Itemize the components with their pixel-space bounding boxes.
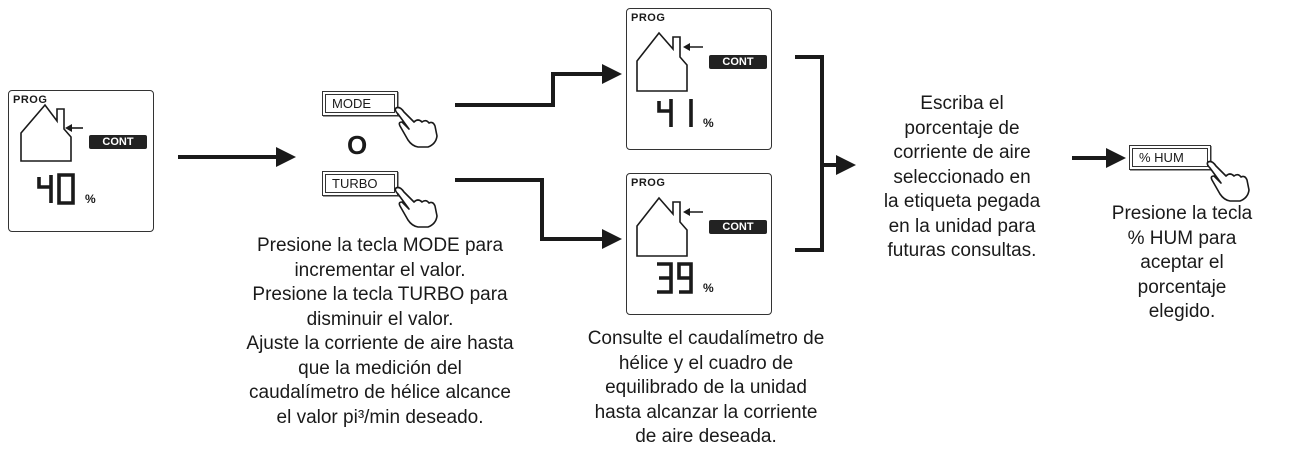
text-line: elegido.	[1148, 301, 1216, 322]
cont-badge: CONT	[709, 55, 767, 69]
text-line: el valor pi³/min deseado.	[276, 406, 484, 428]
text-line: Presione la tecla MODE para	[256, 235, 504, 256]
house-icon	[20, 103, 83, 162]
turbo-key-label: TURBO	[325, 174, 395, 193]
or-label: O	[347, 130, 368, 160]
segment-digits	[657, 262, 693, 294]
display-down: PROG CONT %	[626, 173, 772, 315]
text-line: equilibrado de la unidad	[605, 377, 807, 398]
text-line: aceptar el	[1140, 252, 1224, 273]
text-line: de aire deseada.	[635, 426, 777, 447]
percent-unit: %	[85, 192, 96, 206]
text-line: caudalímetro de hélice alcance	[249, 382, 511, 403]
segment-digits	[657, 99, 693, 127]
text-line: % HUM para	[1127, 227, 1237, 249]
text-line: hélice y el cuadro de	[618, 352, 794, 374]
cont-badge: CONT	[709, 220, 767, 234]
arrow-to-up-display	[455, 64, 622, 107]
text-line: que la medición del	[298, 357, 462, 379]
hum-key[interactable]: % HUM	[1129, 145, 1211, 170]
text-line: porcentaje	[1137, 276, 1227, 298]
hum-key-label: % HUM	[1132, 148, 1208, 167]
text-line: Escriba el	[920, 93, 1004, 114]
text-line: en la unidad para	[888, 215, 1036, 237]
turbo-key[interactable]: TURBO	[322, 171, 398, 196]
text-line: Consulte el caudalímetro de	[587, 328, 825, 349]
display-up: PROG CONT %	[626, 8, 772, 150]
text-line: hasta alcanzar la corriente	[594, 401, 818, 423]
write-label-text: Escriba el porcentaje de corriente de ai…	[862, 92, 1062, 264]
pointing-hand-icon	[394, 106, 438, 148]
house-icon	[636, 31, 703, 92]
press-instructions-text: Presione la tecla MODE para incrementar …	[210, 234, 550, 430]
prog-label: PROG	[631, 12, 666, 24]
text-line: la etiqueta pegada	[883, 191, 1041, 212]
consult-text: Consulte el caudalímetro de hélice y el …	[556, 327, 856, 450]
text-line: seleccionado en	[893, 166, 1031, 188]
text-line: Presione la tecla	[1111, 203, 1253, 224]
text-line: futuras consultas.	[887, 240, 1037, 261]
display-initial: PROG CONT %	[8, 90, 154, 232]
accept-text: Presione la tecla % HUM para aceptar el …	[1082, 202, 1282, 325]
text-line: Presione la tecla TURBO para	[252, 284, 508, 305]
text-line: corriente de aire	[893, 142, 1031, 163]
segment-digits	[37, 173, 75, 205]
text-line: disminuir el valor.	[306, 308, 454, 330]
pointing-hand-icon	[394, 186, 438, 228]
pointing-hand-icon	[1206, 160, 1250, 202]
text-line: Ajuste la corriente de aire hasta	[246, 333, 514, 354]
text-line: porcentaje de	[904, 117, 1020, 139]
text-line: incrementar el valor.	[294, 259, 466, 281]
mode-key[interactable]: MODE	[322, 91, 398, 116]
percent-unit: %	[703, 116, 714, 130]
percent-unit: %	[703, 281, 714, 295]
prog-label: PROG	[13, 94, 48, 106]
arrow-to-down-display	[455, 178, 622, 249]
cont-badge: CONT	[89, 135, 147, 149]
bracket	[795, 55, 824, 252]
prog-label: PROG	[631, 177, 666, 189]
mode-key-label: MODE	[325, 94, 395, 113]
house-icon	[636, 196, 703, 257]
